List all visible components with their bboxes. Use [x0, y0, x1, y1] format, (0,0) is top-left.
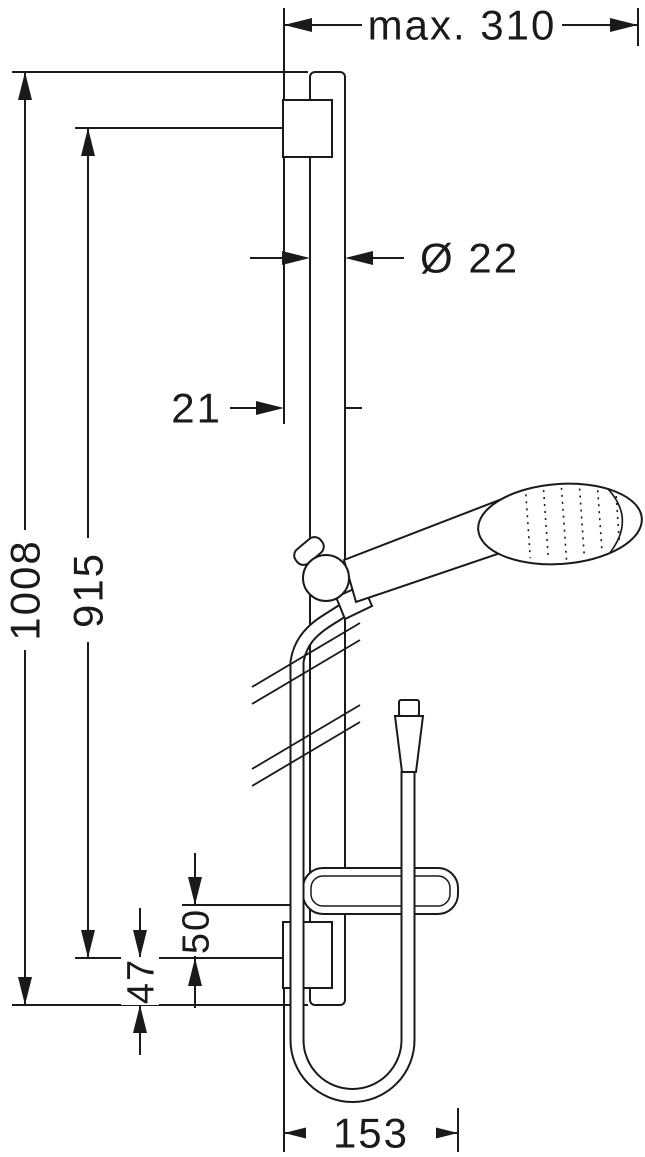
- slider-knob: [302, 554, 350, 602]
- dim-label-base-width: 153: [333, 1110, 409, 1157]
- hose-connector: [393, 699, 425, 773]
- shower-hose: [289, 597, 416, 1103]
- dim-label-hole-distance: 915: [65, 552, 112, 628]
- hand-shower-head: [477, 482, 643, 566]
- dim-label-bar-length: 1008: [2, 539, 49, 640]
- break-marks: [251, 622, 361, 787]
- dim-label-dish-offset: 50: [175, 908, 217, 954]
- spray-face-texture: [525, 487, 621, 560]
- soap-dish: [302, 867, 459, 915]
- shower-set: [251, 71, 643, 1103]
- dim-label-end-offset: 47: [120, 958, 162, 1004]
- slider-holder: [293, 536, 350, 602]
- dimension-arrowheads: [18, 18, 638, 1140]
- dim-label-bracket-offset: 21: [171, 385, 222, 432]
- dim-label-max-reach: max. 310: [368, 2, 557, 49]
- dimension-labels: max. 310 Ø 22 21 1008 915 50 47 153: [2, 2, 557, 1157]
- label-masks: [4, 2, 562, 1156]
- wall-bracket-top: [282, 99, 333, 158]
- dim-label-bar-diameter: Ø 22: [420, 235, 519, 282]
